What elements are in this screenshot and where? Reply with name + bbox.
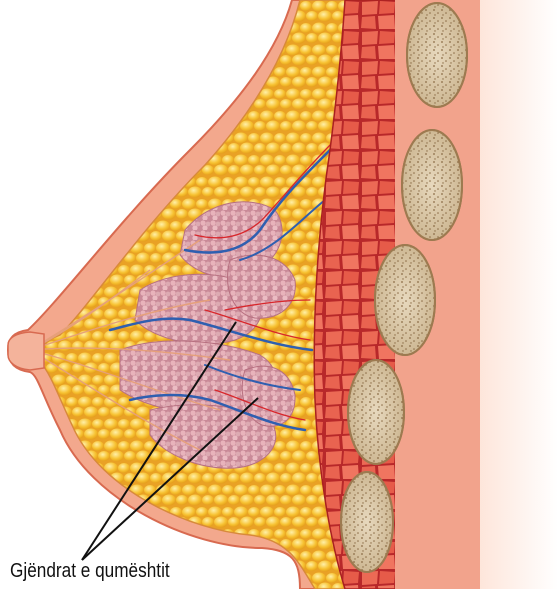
- nipple: [8, 332, 44, 370]
- milk-glands-label: Gjëndrat e qumështit: [10, 560, 170, 583]
